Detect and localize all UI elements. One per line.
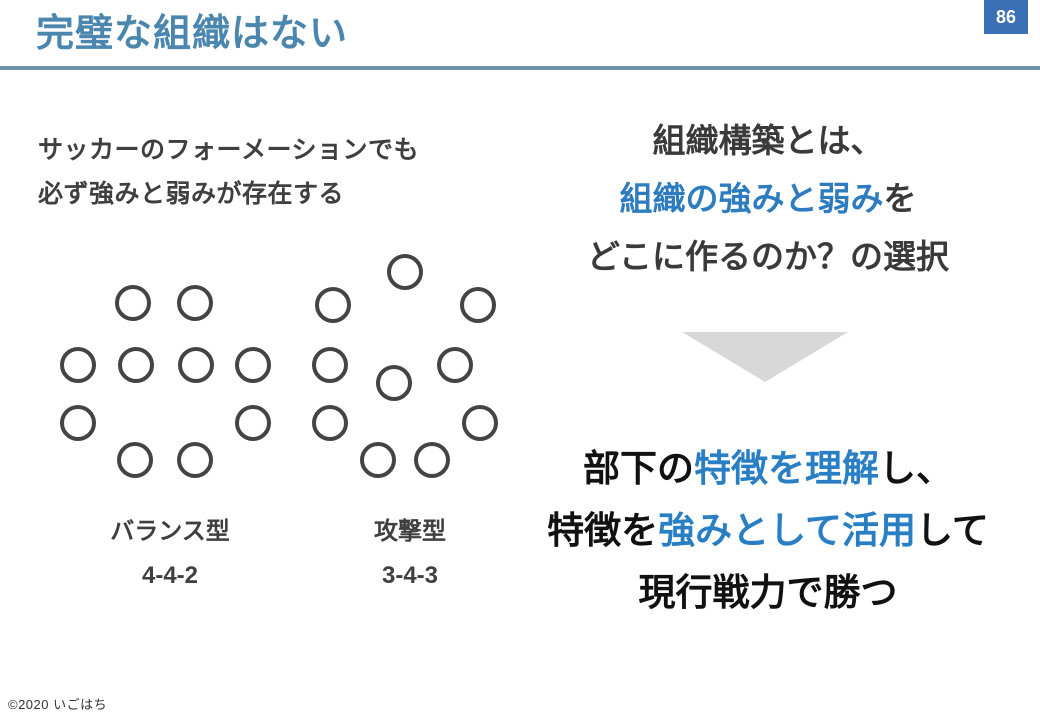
right-bottom-message: 部下の特徴を理解し、特徴を強みとして活用して現行戦力で勝つ [512, 438, 1024, 624]
player-circle-balanced-7 [60, 405, 96, 441]
formation-label-attacking: 攻撃型 3-4-3 [300, 510, 520, 598]
right-bottom-text-line-1-segment-2: 特徴を理解 [694, 448, 879, 489]
player-circle-balanced-9 [117, 442, 153, 478]
right-top-text-line-2-segment-2: を [883, 180, 917, 217]
formation-name-attacking: 攻撃型 [374, 518, 446, 545]
right-top-text-line-3: どこに作るのか？の選択 [512, 228, 1024, 286]
player-circle-attacking-9 [360, 442, 396, 478]
formation-name-balanced: バランス型 [110, 518, 230, 545]
right-top-text-line-1: 組織構築とは、 [512, 112, 1024, 170]
player-circle-attacking-8 [462, 405, 498, 441]
player-circle-attacking-2 [315, 287, 351, 323]
formation-numbers-attacking: 3-4-3 [381, 562, 439, 589]
page-title: 完璧な組織はない [36, 13, 349, 55]
right-top-text-line-1-segment-1: 組織構築とは、 [652, 122, 884, 159]
right-bottom-text-line-3-segment-1: 現行戦力で勝つ [638, 572, 898, 613]
player-circle-attacking-7 [312, 405, 348, 441]
player-circle-attacking-6 [437, 347, 473, 383]
player-circle-balanced-1 [115, 285, 151, 321]
right-bottom-text-line-2-segment-2: 強みとして活用 [658, 510, 916, 551]
formation-label-balanced: バランス型 4-4-2 [60, 510, 280, 598]
player-circle-balanced-5 [178, 347, 214, 383]
left-caption: サッカーのフォーメーションでも 必ず強みと弱みが存在する [38, 128, 468, 216]
player-circle-balanced-6 [235, 347, 271, 383]
player-circle-attacking-1 [387, 254, 423, 290]
down-arrow-icon [682, 332, 848, 382]
right-bottom-text-line-3: 現行戦力で勝つ [512, 562, 1024, 624]
right-top-message: 組織構築とは、組織の強みと弱みをどこに作るのか？の選択 [512, 112, 1024, 286]
right-top-text-line-2: 組織の強みと弱みを [512, 170, 1024, 228]
player-circle-attacking-10 [414, 442, 450, 478]
player-circle-attacking-3 [460, 287, 496, 323]
left-caption-line-2: 必ず強みと弱みが存在する [38, 180, 345, 208]
player-circle-balanced-3 [60, 347, 96, 383]
player-circle-attacking-5 [376, 365, 412, 401]
right-bottom-text-line-2-segment-3: して [916, 510, 989, 551]
right-bottom-text-line-2: 特徴を強みとして活用して [512, 500, 1024, 562]
player-circle-balanced-8 [235, 405, 271, 441]
page-number-badge: 86 [984, 0, 1028, 34]
right-bottom-text-line-1-segment-3: し、 [879, 448, 953, 489]
title-divider [0, 66, 1040, 70]
right-bottom-text-line-2-segment-1: 特徴を [547, 510, 659, 551]
player-circle-balanced-4 [118, 347, 154, 383]
player-circle-balanced-2 [177, 285, 213, 321]
footer-copyright: ©2020 いごはち [8, 697, 108, 712]
right-bottom-text-line-1-segment-1: 部下の [583, 448, 694, 489]
right-top-text-line-3-segment-1: どこに作るのか？の選択 [586, 238, 949, 275]
formation-numbers-balanced: 4-4-2 [141, 562, 199, 589]
player-circle-attacking-4 [312, 347, 348, 383]
left-caption-line-1: サッカーのフォーメーションでも [38, 136, 420, 164]
right-bottom-text-line-1: 部下の特徴を理解し、 [512, 438, 1024, 500]
right-top-text-line-2-segment-1: 組織の強みと弱み [619, 180, 884, 217]
formation-diagrams [60, 254, 498, 478]
player-circle-balanced-10 [177, 442, 213, 478]
